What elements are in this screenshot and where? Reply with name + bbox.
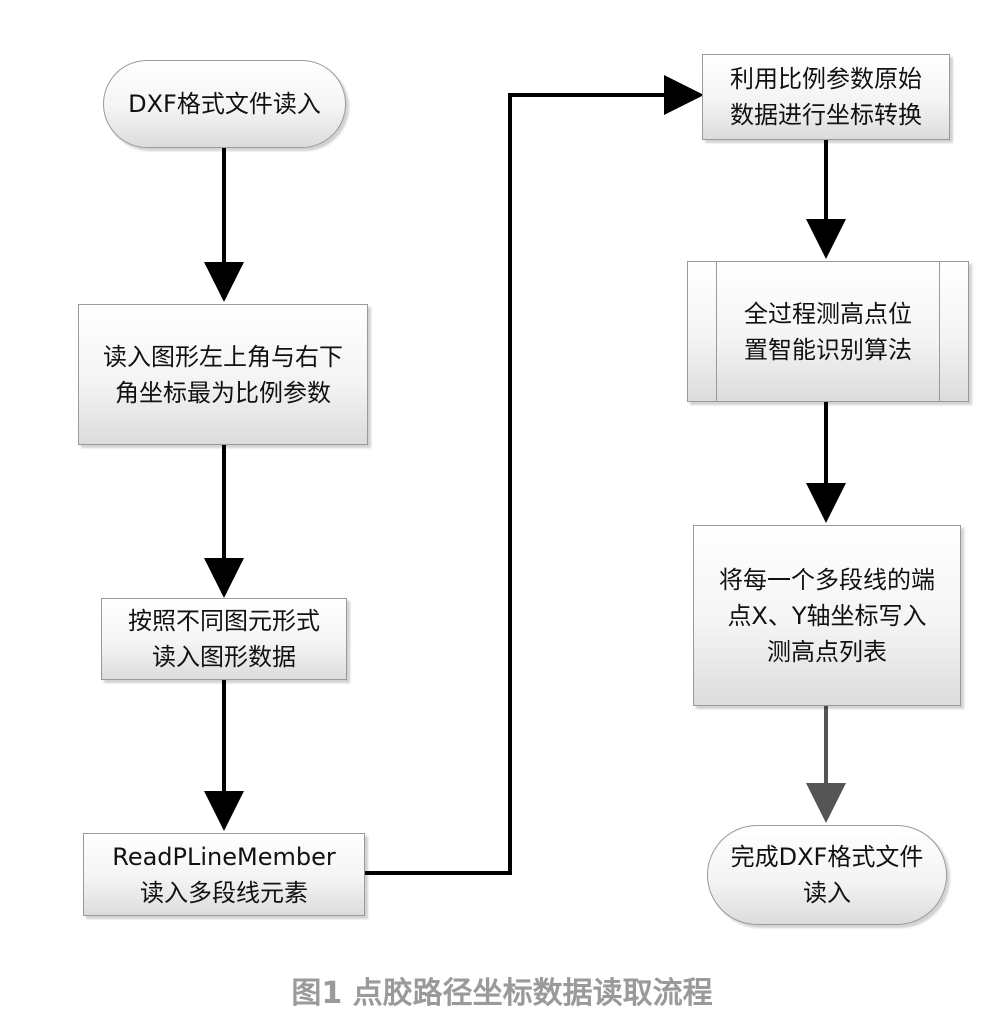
start-node: DXF格式文件读入 — [103, 60, 346, 148]
transform-step: 利用比例参数原始 数据进行坐标转换 — [702, 54, 950, 140]
read-pline-step: ReadPLineMember 读入多段线元素 — [83, 833, 365, 916]
figure-caption: 图1 点胶路径坐标数据读取流程 — [291, 976, 713, 1011]
read-by-type-step: 按照不同图元形式 读入图形数据 — [101, 598, 347, 680]
read-pline-label: ReadPLineMember 读入多段线元素 — [112, 842, 336, 907]
end-node: 完成DXF格式文件 读入 — [707, 825, 947, 925]
write-points-step: 将每一个多段线的端 点X、Y轴坐标写入 测高点列表 — [693, 525, 961, 706]
read-coords-label: 读入图形左上角与右下 角坐标最为比例参数 — [103, 342, 343, 407]
recognize-subprocess: 全过程测高点位 置智能识别算法 — [687, 261, 969, 402]
transform-label: 利用比例参数原始 数据进行坐标转换 — [730, 65, 922, 129]
read-coords-step: 读入图形左上角与右下 角坐标最为比例参数 — [78, 304, 368, 445]
write-points-label: 将每一个多段线的端 点X、Y轴坐标写入 测高点列表 — [719, 565, 935, 666]
arrow-read-pline-to-transform — [365, 75, 704, 875]
end-node-label: 完成DXF格式文件 读入 — [730, 843, 924, 907]
start-node-label: DXF格式文件读入 — [128, 90, 321, 118]
read-by-type-label: 按照不同图元形式 读入图形数据 — [128, 607, 320, 671]
recognize-label: 全过程测高点位 置智能识别算法 — [744, 299, 912, 364]
